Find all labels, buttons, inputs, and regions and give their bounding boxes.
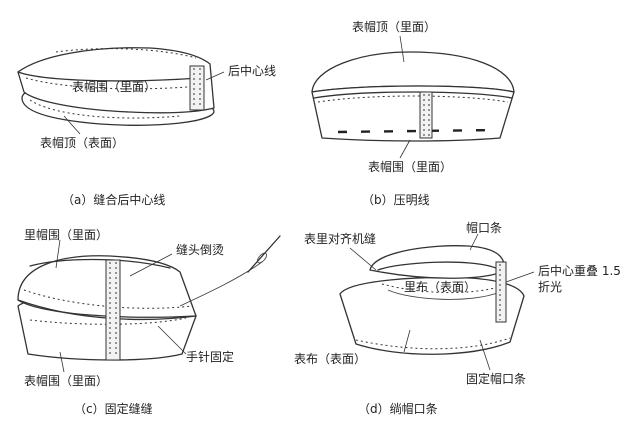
- panel-a-center-seam: [190, 66, 204, 110]
- panel-d-caption: （d）绱帽口条: [358, 402, 438, 416]
- panel-c-label-lining-band-inner: 里帽围（里面）: [24, 228, 108, 242]
- panel-d-label-outer-fabric: 表布（表面）: [294, 352, 366, 366]
- panel-d-label-cb-overlap-line2: 折光: [538, 280, 562, 294]
- panel-a-label-outer-band-inner: 表帽围（里面）: [72, 80, 156, 94]
- panel-c-label-press-seam-allowance: 缝头倒烫: [176, 243, 224, 257]
- panel-c-thread: [180, 262, 262, 306]
- panel-c-needle: [248, 236, 280, 272]
- panel-d-center-overlap: [496, 262, 506, 322]
- panel-b-label-outer-crown-inner: 表帽顶（里面）: [352, 20, 436, 34]
- panel-b-caption: （b）压明线: [362, 193, 430, 207]
- panel-a-label-center-back-seam: 后中心线: [228, 64, 276, 78]
- panel-d-drawing: [340, 234, 534, 370]
- panel-b-drawing: [312, 36, 514, 158]
- panel-d-label-align-seams: 表里对齐机缝: [304, 232, 376, 246]
- panel-c-caption: （c）固定缝缝: [74, 402, 153, 416]
- panel-c-label-hand-stitch: 手针固定: [186, 350, 234, 364]
- panel-d-label-brim-strip: 帽口条: [466, 221, 502, 235]
- panel-a-caption: （a）缝合后中心线: [62, 193, 165, 207]
- panel-d-label-lining-outer: 里布（表面）: [404, 280, 476, 294]
- panel-c-center-seam: [106, 260, 120, 360]
- panel-b-label-outer-band-inner: 表帽围（里面）: [368, 160, 452, 174]
- panel-b-center-seam: [420, 92, 432, 138]
- panel-d-label-fix-brim-strip: 固定帽口条: [466, 372, 526, 386]
- panel-c-label-outer-band-inner: 表帽围（里面）: [24, 374, 108, 388]
- panel-c-drawing: [18, 236, 280, 372]
- panel-a-label-outer-crown-outer: 表帽顶（表面）: [40, 136, 124, 150]
- panel-d-label-cb-overlap-line1: 后中心重叠 1.5: [538, 264, 621, 278]
